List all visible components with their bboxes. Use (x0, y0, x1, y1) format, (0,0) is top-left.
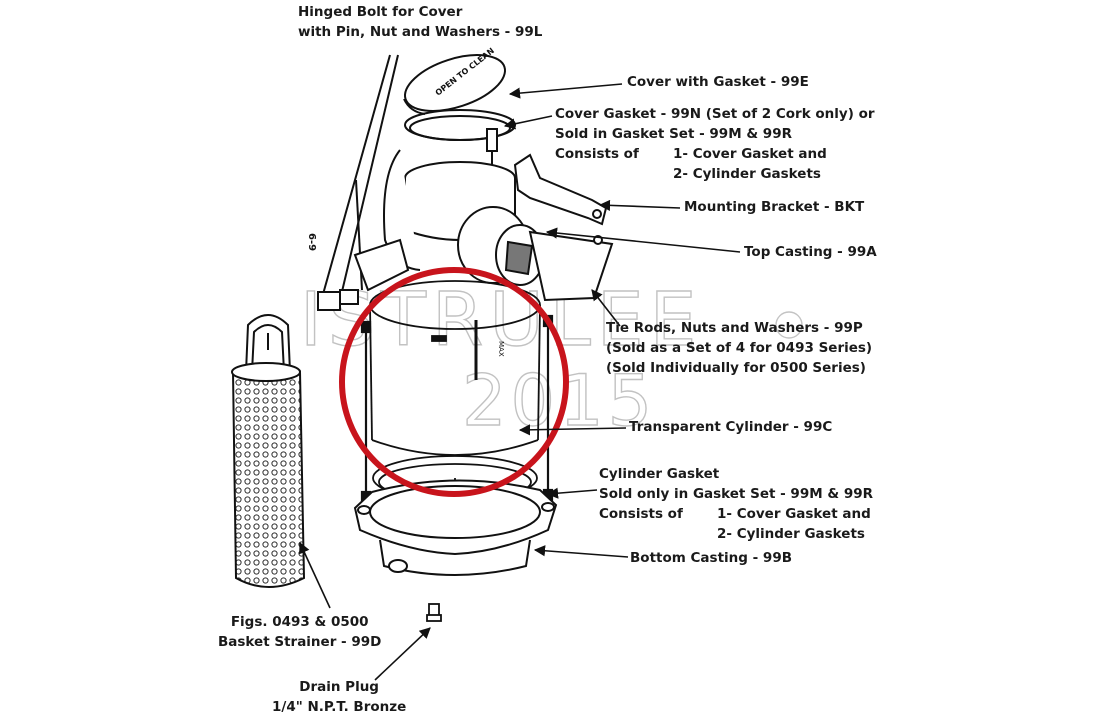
label-drain-plug-line1: Drain Plug (299, 679, 379, 695)
side-marking: 6-9 (306, 233, 317, 251)
label-cover-gasket-item2: 2- Cylinder Gaskets (673, 166, 821, 182)
label-basket-strainer-line1: Figs. 0493 & 0500 (230, 614, 369, 630)
label-bottom-casting: Bottom Casting - 99B (630, 550, 792, 566)
label-cylinder-gasket-item2: 2- Cylinder Gaskets (717, 526, 865, 542)
cover-gasket-ring (404, 109, 516, 166)
label-cover: Cover with Gasket - 99E (627, 74, 809, 90)
label-drain-plug: Drain Plug 1/4" N.P.T. Bronze (272, 677, 406, 717)
mounting-bracket (513, 153, 608, 226)
label-basket-strainer-line2: Basket Strainer - 99D (218, 634, 382, 650)
label-basket-strainer: Figs. 0493 & 0500 Basket Strainer - 99D (218, 612, 381, 652)
label-drain-plug-line2: 1/4" N.P.T. Bronze (272, 699, 407, 715)
label-cover-gasket-line1: Cover Gasket - 99N (Set of 2 Cork only) … (555, 106, 875, 122)
label-cylinder-gasket-consists: Consists of (599, 506, 683, 522)
basket-strainer (231, 314, 306, 588)
label-cylinder-gasket: Cylinder Gasket Sold only in Gasket Set … (599, 464, 873, 544)
label-transparent-cylinder: Transparent Cylinder - 99C (629, 419, 833, 435)
label-cover-gasket-line2: Sold in Gasket Set - 99M & 99R (555, 126, 792, 142)
label-tie-rods: Tie Rods, Nuts and Washers - 99P (Sold a… (606, 318, 872, 378)
label-hinged-bolt-line1: Hinged Bolt for Cover (298, 4, 463, 20)
bottom-casting (353, 479, 558, 576)
label-cover-gasket-item1: 1- Cover Gasket and (673, 146, 827, 162)
label-cover-gasket: Cover Gasket - 99N (Set of 2 Cork only) … (555, 104, 875, 184)
top-casting (353, 149, 614, 302)
hinged-bolt-assembly (317, 54, 399, 311)
label-top-casting: Top Casting - 99A (744, 244, 877, 260)
label-tie-rods-line1: Tie Rods, Nuts and Washers - 99P (606, 320, 863, 336)
label-cylinder-gasket-line2: Sold only in Gasket Set - 99M & 99R (599, 486, 874, 502)
label-tie-rods-line2: (Sold as a Set of 4 for 0493 Series) (606, 340, 873, 356)
leader-lines (299, 83, 741, 681)
label-cylinder-gasket-item1: 1- Cover Gasket and (717, 506, 871, 522)
label-tie-rods-line3: (Sold Individually for 0500 Series) (606, 360, 866, 376)
cylinder-stamp: MAX (497, 341, 505, 357)
highlight-circle (339, 267, 569, 497)
drain-plug (426, 603, 442, 622)
label-mounting-bracket: Mounting Bracket - BKT (684, 199, 865, 215)
label-cover-gasket-consists: Consists of (555, 146, 639, 162)
label-cylinder-gasket-line1: Cylinder Gasket (599, 466, 720, 482)
label-hinged-bolt: Hinged Bolt for Cover with Pin, Nut and … (298, 2, 542, 42)
svg-text:6-9: 6-9 (306, 233, 317, 251)
label-hinged-bolt-line2: with Pin, Nut and Washers - 99L (298, 24, 543, 40)
